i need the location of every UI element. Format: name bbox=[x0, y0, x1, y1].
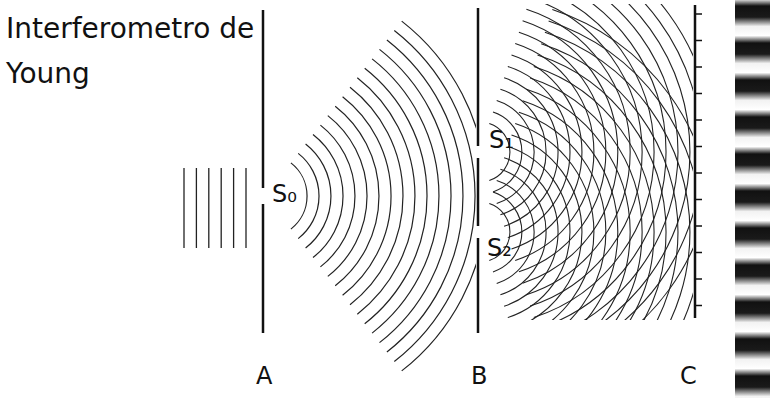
fringe-pattern bbox=[735, 0, 770, 398]
wavefront-arc bbox=[372, 59, 439, 333]
screen-tick bbox=[695, 66, 702, 68]
wavefront-arc bbox=[350, 87, 403, 304]
screen-c bbox=[694, 5, 697, 318]
wavefront-arc bbox=[523, 21, 618, 283]
plane-wavefront bbox=[233, 168, 234, 248]
wavefront-arc bbox=[515, 124, 594, 320]
wavefront-arc bbox=[526, 89, 630, 320]
wavefront-arc bbox=[394, 31, 475, 362]
wavefront-arc bbox=[545, 4, 690, 320]
wavefront-arc bbox=[519, 112, 606, 320]
wavefront-arc bbox=[387, 40, 463, 352]
screen-ticks bbox=[695, 14, 702, 306]
plane-wavefront bbox=[221, 168, 222, 248]
title: Interferometro de Young bbox=[6, 12, 254, 90]
screen-tick bbox=[695, 119, 702, 121]
barrier-b bbox=[477, 8, 480, 333]
screen-tick bbox=[695, 278, 702, 280]
screen-tick bbox=[695, 305, 702, 307]
wavefront-arc bbox=[526, 9, 630, 294]
barrier-a bbox=[262, 10, 265, 333]
plane-label: B bbox=[471, 362, 487, 390]
wavefront-arc bbox=[538, 4, 667, 320]
wavefront-arc bbox=[552, 10, 693, 321]
title-block: Interferometro de Young bbox=[6, 6, 336, 96]
plane-label: A bbox=[256, 362, 272, 390]
circular-wavefronts bbox=[291, 21, 476, 371]
plane-wavefront bbox=[183, 168, 184, 248]
plane-wavefront bbox=[208, 168, 209, 248]
wavefront-arc bbox=[549, 21, 693, 320]
wavefront-arc bbox=[357, 78, 415, 314]
plane-wavefronts bbox=[184, 168, 246, 248]
slit-label: S₁ bbox=[489, 126, 514, 154]
screen-tick bbox=[695, 252, 702, 254]
plane-wavefront bbox=[196, 168, 197, 248]
screen-tick bbox=[695, 225, 702, 227]
wavefront-arc bbox=[500, 169, 546, 295]
screen-tick bbox=[695, 146, 702, 148]
wavefront-arc bbox=[523, 101, 618, 320]
interfering-wavefronts bbox=[489, 4, 693, 320]
wavefront-arc bbox=[541, 44, 678, 320]
wavefront-arc bbox=[328, 116, 367, 277]
screen-tick bbox=[695, 13, 702, 15]
slit-label: S₂ bbox=[487, 234, 512, 262]
plane-wavefront bbox=[245, 168, 246, 248]
wavefront-arc bbox=[538, 55, 667, 320]
screen-tick bbox=[695, 199, 702, 201]
wavefront-arc bbox=[545, 32, 690, 320]
wavefront-arc bbox=[313, 135, 343, 258]
plane-label: C bbox=[680, 362, 697, 390]
slit-label: S₀ bbox=[272, 180, 297, 208]
wavefront-arc bbox=[380, 49, 452, 342]
wavefront-arc bbox=[402, 21, 476, 371]
screen-tick bbox=[695, 172, 702, 174]
wavefront-arc bbox=[365, 68, 427, 323]
screen-tick bbox=[695, 40, 702, 42]
wavefront-arc bbox=[320, 125, 355, 267]
wavefront-arc bbox=[298, 153, 319, 238]
wavefront-arc bbox=[497, 181, 534, 284]
wavefront-arc bbox=[534, 67, 654, 321]
wavefront-arc bbox=[306, 144, 331, 248]
wavefront-arc bbox=[335, 106, 379, 286]
wavefront-arc bbox=[512, 135, 582, 320]
wavefront-arc bbox=[504, 158, 558, 306]
wavefront-arc bbox=[508, 146, 570, 317]
screen-tick bbox=[695, 93, 702, 95]
wavefront-arc bbox=[530, 78, 642, 320]
